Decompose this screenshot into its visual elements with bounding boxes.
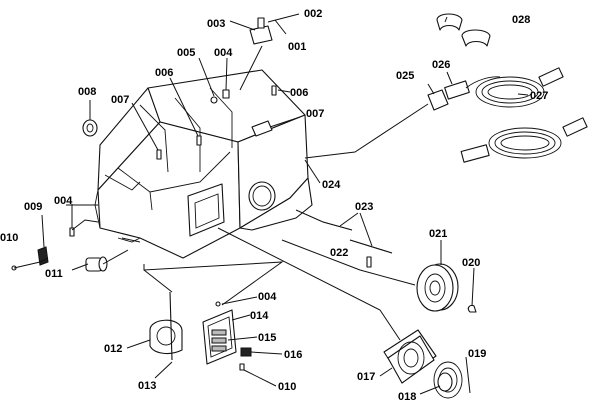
callout-013: 013 [138,380,156,392]
left-side-parts [11,119,141,272]
callout-004-top: 004 [214,47,233,59]
callout-023: 023 [355,201,373,213]
callout-009: 009 [24,201,42,213]
callout-004-left: 004 [54,195,73,207]
callout-010-bottom: 010 [278,381,296,393]
callout-024: 024 [322,179,341,191]
callout-017: 017 [357,371,375,383]
leader-lines [41,13,529,395]
top-bracket [239,17,287,91]
callout-019: 019 [468,348,486,360]
callout-005: 005 [177,47,195,59]
callout-020: 020 [462,257,480,269]
callout-021: 021 [429,228,447,240]
rods [295,209,393,268]
callout-014: 014 [250,310,269,322]
main-housing [94,69,313,259]
callout-002: 002 [304,8,322,20]
blower-scroll [143,269,183,361]
housing-fittings [156,85,277,160]
callout-004-bottom: 004 [258,291,277,303]
callout-001: 001 [288,41,306,53]
switch-plate [143,261,284,371]
wheel-assembly [281,239,477,313]
callout-007-left: 007 [111,94,129,106]
callout-027: 027 [530,90,548,102]
callout-025: 025 [396,70,414,82]
callout-006-left: 006 [155,67,173,79]
callout-028: 028 [512,14,530,26]
hose-assembly [304,67,588,163]
hose-clamps [436,13,491,47]
callout-labels: 002 003 001 028 005 004 006 006 008 007 … [0,8,548,403]
callout-015: 015 [258,332,276,344]
callout-007-right: 007 [306,108,324,120]
callout-006-right: 006 [290,87,308,99]
callout-012: 012 [104,343,122,355]
callout-026: 026 [432,59,450,71]
callout-008: 008 [78,86,96,98]
callout-011: 011 [45,268,63,280]
fan-assembly [217,227,471,399]
callout-010-left: 010 [0,232,18,244]
callout-016: 016 [284,349,302,361]
callout-022: 022 [330,247,348,259]
callout-003: 003 [207,18,225,30]
callout-018: 018 [398,391,416,403]
